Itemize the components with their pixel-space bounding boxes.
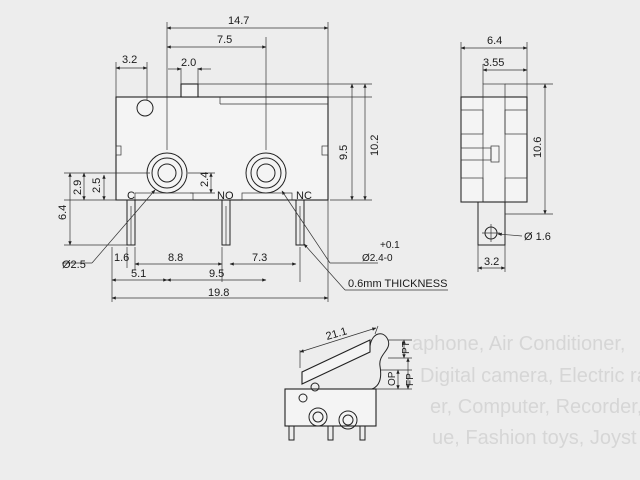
tolerance-plus: +0.1: [380, 240, 400, 251]
lever-label-op: OP: [387, 371, 398, 386]
dim-hole-d2-5: Ø2.5: [62, 259, 86, 271]
background-line-3: er, Computer, Recorder, Gu: [430, 396, 640, 418]
side-body: [460, 96, 528, 203]
side-dim-3-55: 3.55: [483, 57, 504, 69]
dim-2-0: 2.0: [181, 57, 196, 69]
side-actuator: [482, 83, 506, 98]
lever-dim-21-1: 21.1: [325, 325, 349, 342]
side-terminal: [477, 202, 506, 246]
background-text: aphone, Air Conditioner, Digital camera,…: [412, 333, 640, 449]
lever-hole-right: [338, 410, 358, 430]
dim-5-1: 5.1: [131, 268, 146, 280]
background-line-4: ue, Fashion toys, Joyst: [432, 427, 637, 449]
dim-9-5-vertical: 9.5: [338, 145, 350, 160]
background-line-1: aphone, Air Conditioner,: [412, 333, 626, 355]
dim-7-5: 7.5: [217, 34, 232, 46]
lever-label-pt: PT: [401, 341, 412, 354]
thickness-note: 0.6mm THICKNESS: [348, 278, 447, 290]
dim-14-7: 14.7: [228, 15, 249, 27]
side-dim-d1-6: Ø 1.6: [524, 231, 551, 243]
lever-arm: [301, 339, 371, 385]
actuator-button: [180, 83, 199, 98]
lever-roller-hook: [369, 333, 390, 390]
terminal-label-no: NO: [217, 190, 234, 202]
top-hole: [136, 99, 154, 117]
dim-8-8: 8.8: [168, 252, 183, 264]
dim-19-8: 19.8: [208, 287, 229, 299]
side-dim-6-4: 6.4: [487, 35, 502, 47]
background-line-2: Digital camera, Electric rac: [420, 365, 640, 387]
dim-1-6: 1.6: [114, 252, 129, 264]
side-dim-3-2: 3.2: [484, 256, 499, 268]
switch-body: [115, 96, 329, 201]
dim-2-4: 2.4: [199, 172, 211, 187]
dim-2-5-vertical: 2.5: [91, 178, 103, 193]
dim-hole-d2-4: Ø2.4-0: [362, 253, 393, 264]
dim-7-3: 7.3: [252, 252, 267, 264]
dim-3-2: 3.2: [122, 54, 137, 66]
terminal-label-nc: NC: [296, 190, 312, 202]
terminal-label-c: C: [127, 190, 135, 202]
lever-label-fp: FP: [405, 373, 416, 386]
front-view: 14.7 7.5 3.2 2.0 9.5 10.2 2.4 2.9 2.5: [57, 15, 448, 302]
side-dim-10-6: 10.6: [532, 137, 544, 158]
dim-10-2: 10.2: [369, 135, 381, 156]
lever-view: 21.1 PT OP FP: [284, 325, 416, 441]
dim-2-9: 2.9: [72, 180, 84, 195]
lever-hole-left: [308, 407, 328, 427]
side-view: 6.4 3.55 10.6 Ø 1.6 3.2: [460, 35, 553, 272]
dim-9-5-horizontal: 9.5: [209, 268, 224, 280]
dim-6-4: 6.4: [57, 205, 69, 220]
lever-switch-body: [284, 388, 377, 427]
